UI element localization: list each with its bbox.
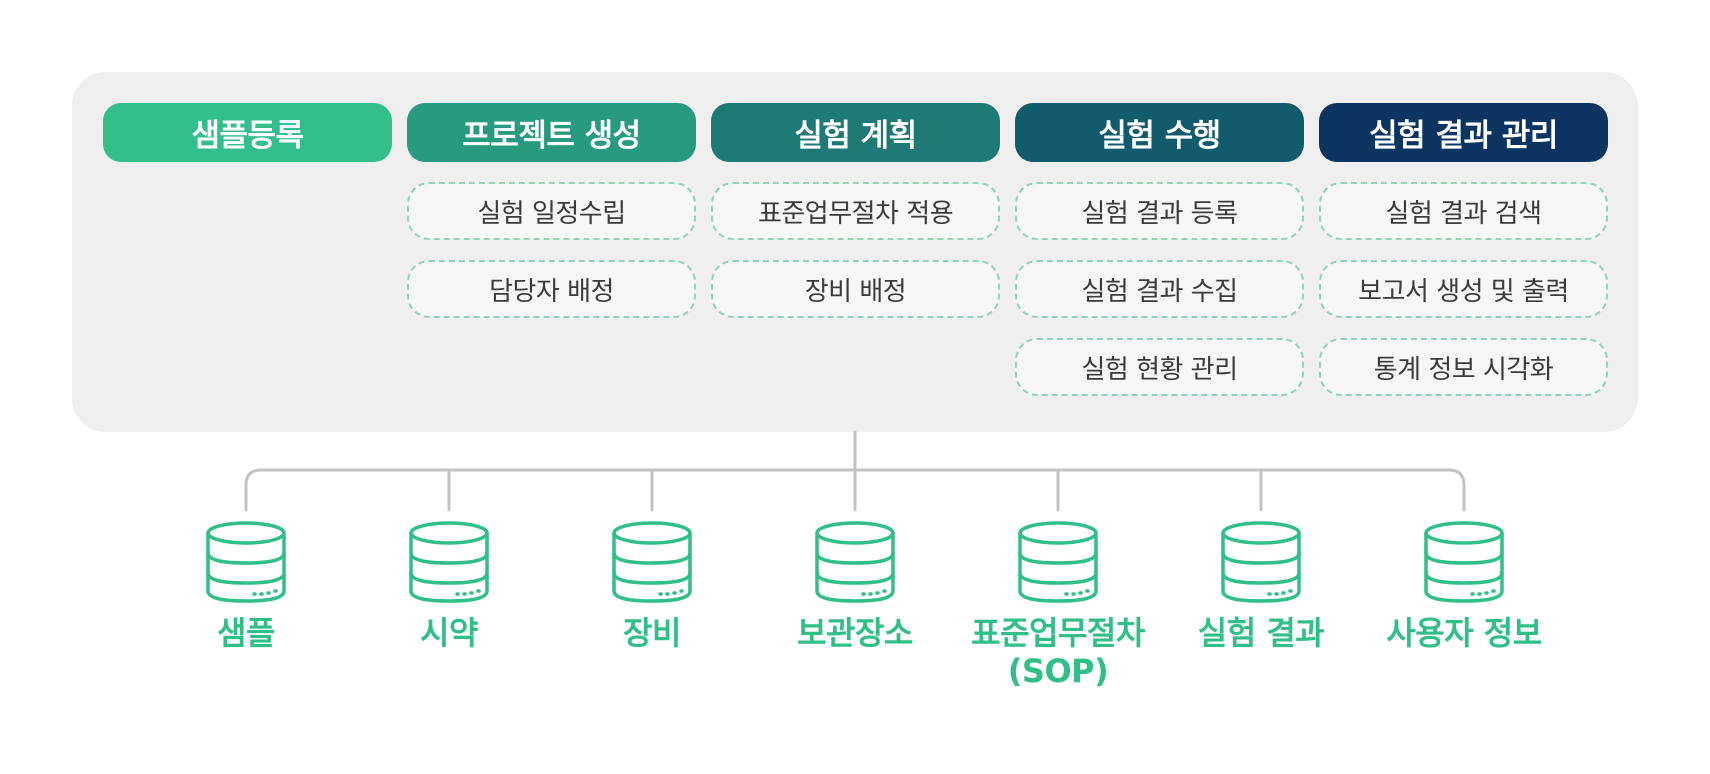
column-header[interactable]: 실험 수행 xyxy=(1015,103,1304,162)
column-result-management: 실험 결과 관리 실험 결과 검색 보고서 생성 및 출력 통계 정보 시각화 xyxy=(1319,103,1608,396)
database-experiment-result: 실험 결과 xyxy=(1161,520,1361,652)
database-icon xyxy=(1018,521,1098,603)
sub-task-item[interactable]: 보고서 생성 및 출력 xyxy=(1319,260,1608,318)
sub-task-item[interactable]: 표준업무절차 적용 xyxy=(711,182,1000,240)
sub-task-item[interactable]: 통계 정보 시각화 xyxy=(1319,338,1608,396)
sub-task-item[interactable]: 실험 일정수립 xyxy=(407,182,696,240)
sub-task-item[interactable]: 실험 현황 관리 xyxy=(1015,338,1304,396)
column-experiment-plan: 실험 계획 표준업무절차 적용 장비 배정 xyxy=(711,103,1000,318)
sub-task-item[interactable]: 담당자 배정 xyxy=(407,260,696,318)
database-label: 사용자 정보 xyxy=(1386,614,1542,652)
database-reagent: 시약 xyxy=(349,520,549,652)
database-user-info: 사용자 정보 xyxy=(1364,520,1564,652)
sub-task-item[interactable]: 장비 배정 xyxy=(711,260,1000,318)
column-experiment-execution: 실험 수행 실험 결과 등록 실험 결과 수집 실험 현황 관리 xyxy=(1015,103,1304,396)
database-icon xyxy=(409,521,489,603)
database-label: 표준업무절차 (SOP) xyxy=(971,614,1145,690)
database-equipment: 장비 xyxy=(552,520,752,652)
database-storage: 보관장소 xyxy=(755,520,955,652)
column-header[interactable]: 실험 결과 관리 xyxy=(1319,103,1608,162)
database-icon xyxy=(206,521,286,603)
column-project-creation: 프로젝트 생성 실험 일정수립 담당자 배정 xyxy=(407,103,696,318)
database-label: 보관장소 xyxy=(797,614,913,652)
column-header[interactable]: 프로젝트 생성 xyxy=(407,103,696,162)
database-label: 장비 xyxy=(623,614,681,652)
database-label: 샘플 xyxy=(217,614,275,652)
database-label: 실험 결과 xyxy=(1197,614,1325,652)
sub-task-item[interactable]: 실험 결과 수집 xyxy=(1015,260,1304,318)
column-header[interactable]: 실험 계획 xyxy=(711,103,1000,162)
database-icon xyxy=(1424,521,1504,603)
sub-task-item[interactable]: 실험 결과 등록 xyxy=(1015,182,1304,240)
column-header[interactable]: 샘플등록 xyxy=(103,103,392,162)
database-sop: 표준업무절차 (SOP) xyxy=(958,520,1158,690)
database-label: 시약 xyxy=(420,614,478,652)
database-icon xyxy=(612,521,692,603)
database-sample: 샘플 xyxy=(146,520,346,652)
database-icon xyxy=(1221,521,1301,603)
sub-task-item[interactable]: 실험 결과 검색 xyxy=(1319,182,1608,240)
database-icon xyxy=(815,521,895,603)
column-sample-registration: 샘플등록 xyxy=(103,103,392,162)
